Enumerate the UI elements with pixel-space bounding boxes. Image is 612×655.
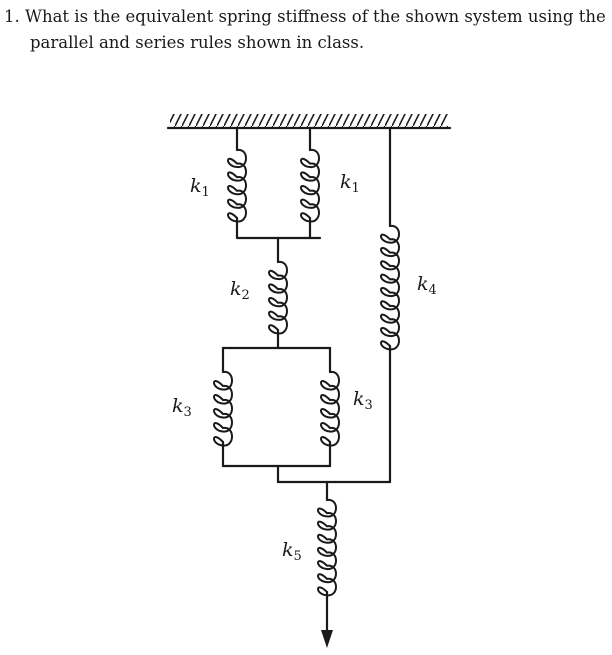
load-arrow-head — [321, 630, 333, 648]
question-line-2: parallel and series rules shown in class… — [30, 33, 365, 52]
spring-k5-coil — [317, 498, 337, 597]
fixed-support — [166, 114, 452, 130]
label-k1-left: k1 — [190, 175, 210, 200]
label-k3-left: k3 — [172, 395, 192, 420]
spring-k3-mid-coil — [320, 370, 340, 447]
spring-k2-coil — [268, 260, 288, 335]
label-k3-mid: k3 — [353, 388, 373, 413]
wire-k1-left-bottom — [235, 216, 322, 240]
spring-labels: k1 k1 k2 k3 k3 k4 k5 — [172, 171, 437, 564]
label-k1-mid: k1 — [340, 171, 360, 196]
label-k4: k4 — [417, 273, 437, 298]
spring-k4-coil — [380, 224, 400, 351]
connecting-wires — [221, 126, 392, 648]
question-text: 1. What is the equivalent spring stiffne… — [4, 4, 608, 56]
label-k2: k2 — [230, 278, 250, 303]
support-hatching — [170, 114, 448, 128]
spring-k1-left-coil — [227, 148, 247, 223]
question-line-1: 1. What is the equivalent spring stiffne… — [4, 7, 606, 26]
label-k5: k5 — [282, 539, 302, 564]
spring-k1-mid-coil — [300, 148, 320, 223]
spring-coils — [213, 148, 400, 597]
spring-k3-left-coil — [213, 370, 233, 447]
